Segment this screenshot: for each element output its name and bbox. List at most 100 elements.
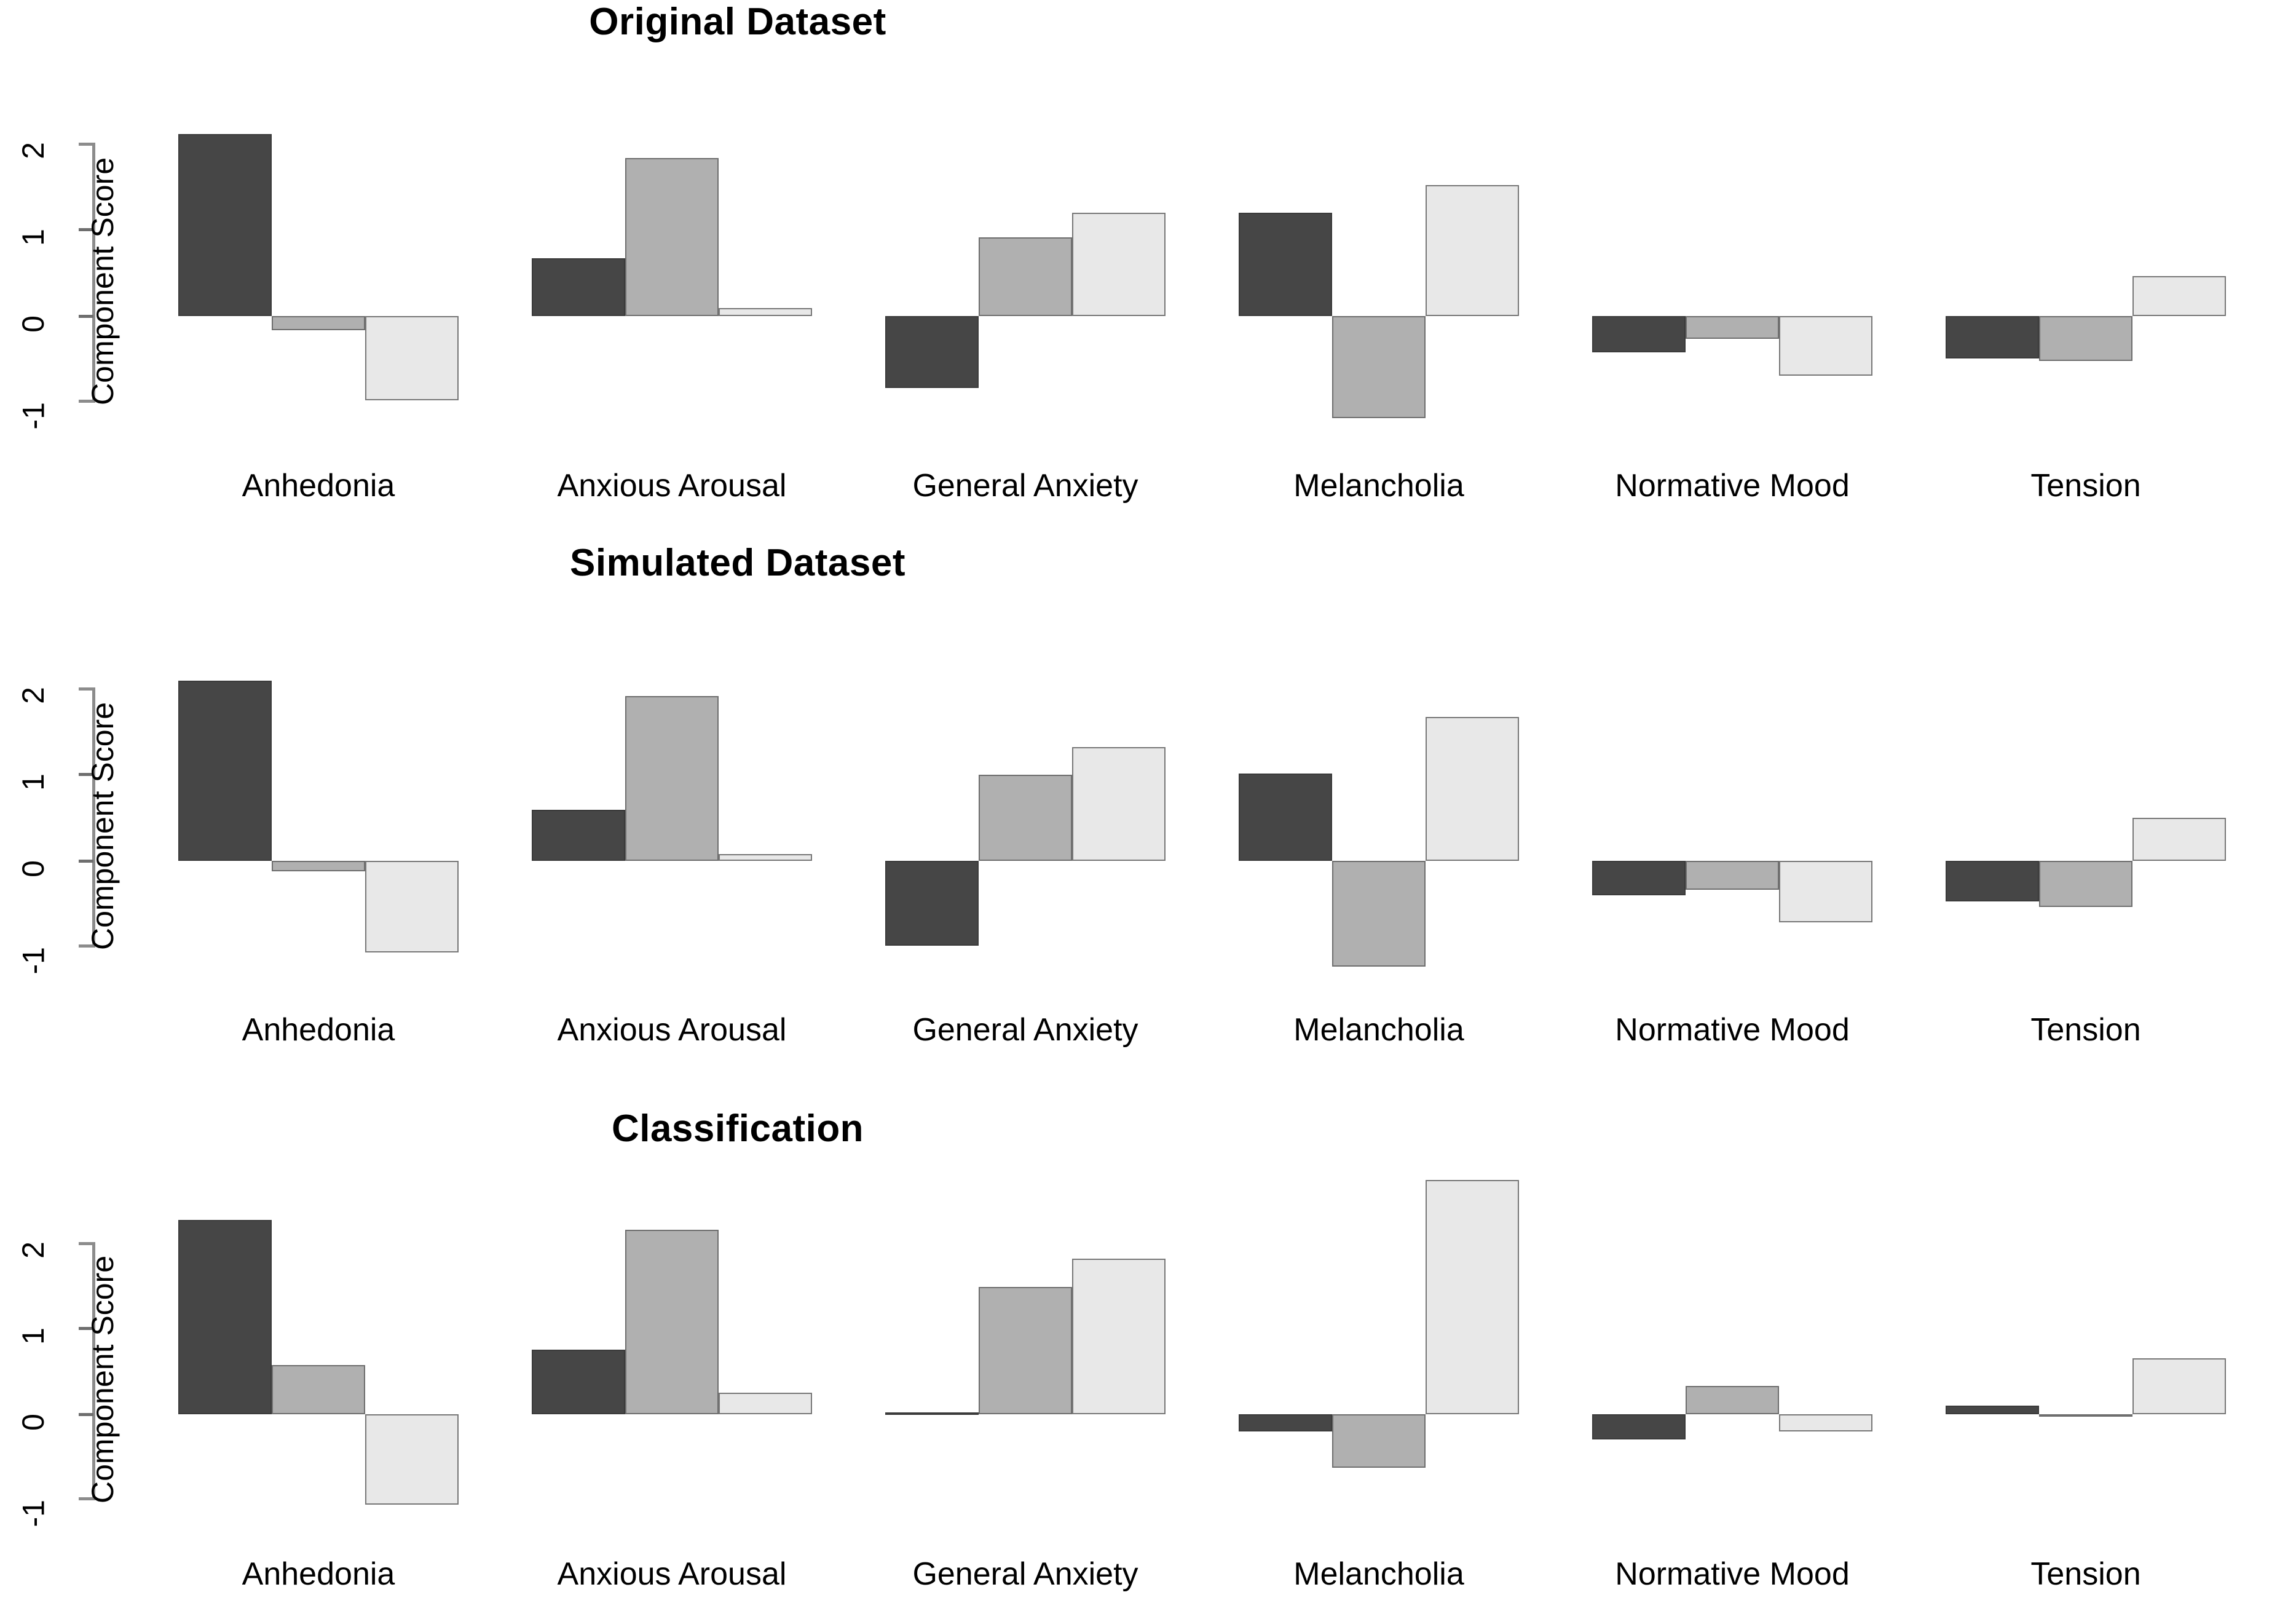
y-axis-line [92, 1242, 95, 1500]
bar-group [1592, 0, 1872, 1619]
bar [1072, 213, 1166, 316]
bar-group [178, 0, 459, 1619]
category-label: Melancholia [1293, 468, 1464, 504]
y-axis-tick-label: -1 [16, 1500, 50, 1527]
bar [365, 1414, 459, 1505]
bar-group [1239, 0, 1519, 1619]
bar-group [532, 0, 812, 1619]
bar [2039, 861, 2132, 907]
bar [532, 258, 625, 316]
bar [1426, 716, 1519, 861]
y-axis-tick [79, 228, 93, 231]
y-axis-cap-bottom [79, 400, 93, 403]
bar [1332, 861, 1426, 967]
bar [1239, 1414, 1332, 1431]
category-label: Anhedonia [242, 1012, 395, 1048]
bar [1946, 861, 2039, 902]
y-axis-tick-label: 2 [16, 1241, 50, 1259]
category-label: Tension [2030, 1012, 2141, 1048]
bar-group [1239, 0, 1519, 1619]
bar-group [1946, 0, 2226, 1619]
y-axis-cap-bottom [79, 1497, 93, 1500]
bar [365, 861, 459, 953]
bar [532, 809, 625, 861]
bar [2132, 1358, 2226, 1414]
bar [1426, 185, 1519, 316]
y-axis-tick [79, 860, 93, 863]
bar [365, 316, 459, 400]
bar [1946, 316, 2039, 359]
bar [1072, 747, 1166, 861]
bar [532, 1350, 625, 1414]
bar [1239, 213, 1332, 316]
bar [1779, 1414, 1872, 1431]
y-axis-title: Component Score [85, 1255, 120, 1503]
bar-group [1946, 0, 2226, 1619]
panel-title: Original Dataset [589, 1, 886, 43]
bar [1332, 316, 1426, 419]
bar [272, 861, 365, 871]
y-axis-cap-top [79, 143, 93, 146]
bar-group [532, 0, 812, 1619]
category-label: Anxious Arousal [557, 1556, 787, 1592]
bar [1686, 861, 1779, 890]
bar [1946, 1406, 2039, 1414]
bar [178, 680, 272, 861]
category-label: Normative Mood [1615, 1556, 1850, 1592]
bar [625, 158, 719, 316]
category-label: Anxious Arousal [557, 468, 787, 504]
bar [1072, 1258, 1166, 1414]
bar-group [1239, 0, 1519, 1619]
bar-group [178, 0, 459, 1619]
bar [979, 1286, 1072, 1414]
y-axis-tick [79, 773, 93, 776]
bar [979, 775, 1072, 861]
bar [719, 1393, 812, 1414]
bar [178, 133, 272, 316]
category-label: General Anxiety [912, 1556, 1138, 1592]
y-axis-cap-top [79, 1242, 93, 1245]
y-axis-cap-top [79, 687, 93, 691]
y-axis-tick-label: 0 [16, 1414, 50, 1431]
y-axis-line [92, 143, 95, 403]
bar [1239, 773, 1332, 861]
bar [1779, 861, 1872, 923]
bar [885, 316, 979, 389]
bar [1686, 1385, 1779, 1414]
bar [1426, 1180, 1519, 1414]
bar-group [1946, 0, 2226, 1619]
category-label: Melancholia [1293, 1012, 1464, 1048]
y-axis-line [92, 687, 95, 948]
bar [719, 853, 812, 861]
bar [1332, 1414, 1426, 1468]
bar [719, 308, 812, 316]
bar [1686, 316, 1779, 339]
bar [178, 1219, 272, 1414]
bar [625, 696, 719, 861]
panel-title: Simulated Dataset [569, 542, 905, 584]
bar [272, 316, 365, 330]
category-label: Anhedonia [242, 1556, 395, 1592]
category-label: Tension [2030, 1556, 2141, 1592]
category-label: Normative Mood [1615, 468, 1850, 504]
bar [885, 1412, 979, 1415]
y-axis-tick-label: 1 [16, 1328, 50, 1345]
bar [979, 237, 1072, 316]
y-axis-tick [79, 1327, 93, 1330]
bar-group [532, 0, 812, 1619]
category-label: General Anxiety [912, 1012, 1138, 1048]
panel-title: Classification [611, 1107, 864, 1150]
bar [1592, 861, 1686, 896]
bar-group [885, 0, 1166, 1619]
bar [885, 861, 979, 946]
category-label: Anhedonia [242, 468, 395, 504]
bar [625, 1230, 719, 1414]
category-label: Anxious Arousal [557, 1012, 787, 1048]
bar [272, 1365, 365, 1414]
bar-group [885, 0, 1166, 1619]
category-label: Tension [2030, 468, 2141, 504]
